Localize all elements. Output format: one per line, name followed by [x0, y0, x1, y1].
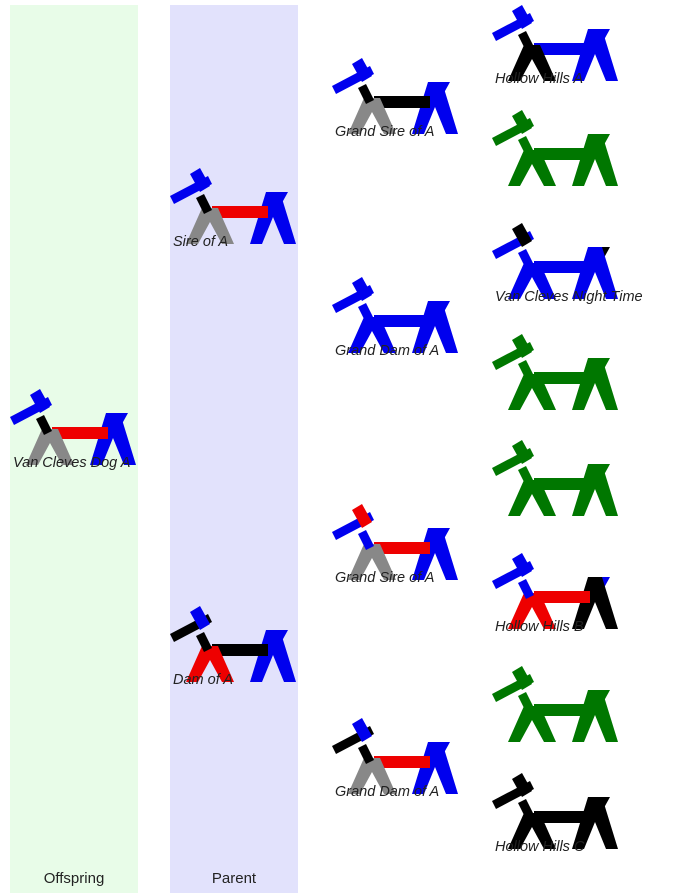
dog-label: Grand Sire of A	[335, 124, 434, 140]
dog-great-grandparent-5	[492, 444, 620, 524]
parent-column-label: Parent	[170, 870, 298, 887]
dog-label: Grand Dam of A	[335, 343, 439, 359]
dog-icon	[492, 444, 620, 524]
dog-grand-dam-1: Grand Dam of A	[332, 281, 460, 361]
dog-label: Grand Sire of A	[335, 570, 434, 586]
dog-grand-sire-2: Grand Sire of A	[332, 508, 460, 588]
dog-label: Hollow Hills C	[495, 839, 584, 855]
dog-grand-sire-1: Grand Sire of A	[332, 62, 460, 142]
offspring-column-label: Offspring	[10, 870, 138, 887]
dog-neck	[358, 530, 374, 550]
dog-neck	[196, 194, 212, 214]
dog-offspring: Van Cleves Dog A	[10, 393, 138, 473]
dog-neck	[518, 799, 534, 819]
dog-dam: Dam of A	[170, 610, 298, 690]
dog-neck	[358, 303, 374, 323]
dog-great-grandparent-3: Van Cleves Night Time	[492, 227, 620, 307]
dog-grand-dam-2: Grand Dam of A	[332, 722, 460, 802]
dog-icon	[492, 670, 620, 750]
dog-great-grandparent-2	[492, 114, 620, 194]
dog-label: Van Cleves Night Time	[495, 289, 643, 305]
dog-neck	[518, 360, 534, 380]
dog-great-grandparent-8: Hollow Hills C	[492, 777, 620, 857]
dog-great-grandparent-4	[492, 338, 620, 418]
dog-great-grandparent-7	[492, 670, 620, 750]
dog-label: Sire of A	[173, 234, 228, 250]
dog-neck	[518, 249, 534, 269]
parent-column: Parent	[170, 5, 298, 893]
dog-sire: Sire of A	[170, 172, 298, 252]
dog-great-grandparent-1: Hollow Hills A	[492, 9, 620, 89]
dog-label: Dam of A	[173, 672, 233, 688]
dog-neck	[358, 744, 374, 764]
dog-label: Hollow Hills B	[495, 619, 584, 635]
dog-neck	[518, 579, 534, 599]
dog-neck	[518, 31, 534, 51]
dog-great-grandparent-6: Hollow Hills B	[492, 557, 620, 637]
dog-neck	[196, 632, 212, 652]
dog-icon	[492, 338, 620, 418]
dog-neck	[518, 692, 534, 712]
dog-label: Van Cleves Dog A	[13, 455, 130, 471]
dog-icon	[492, 114, 620, 194]
dog-neck	[358, 84, 374, 104]
dog-neck	[36, 415, 52, 435]
dog-label: Grand Dam of A	[335, 784, 439, 800]
dog-neck	[518, 136, 534, 156]
dog-label: Hollow Hills A	[495, 71, 583, 87]
dog-neck	[518, 466, 534, 486]
